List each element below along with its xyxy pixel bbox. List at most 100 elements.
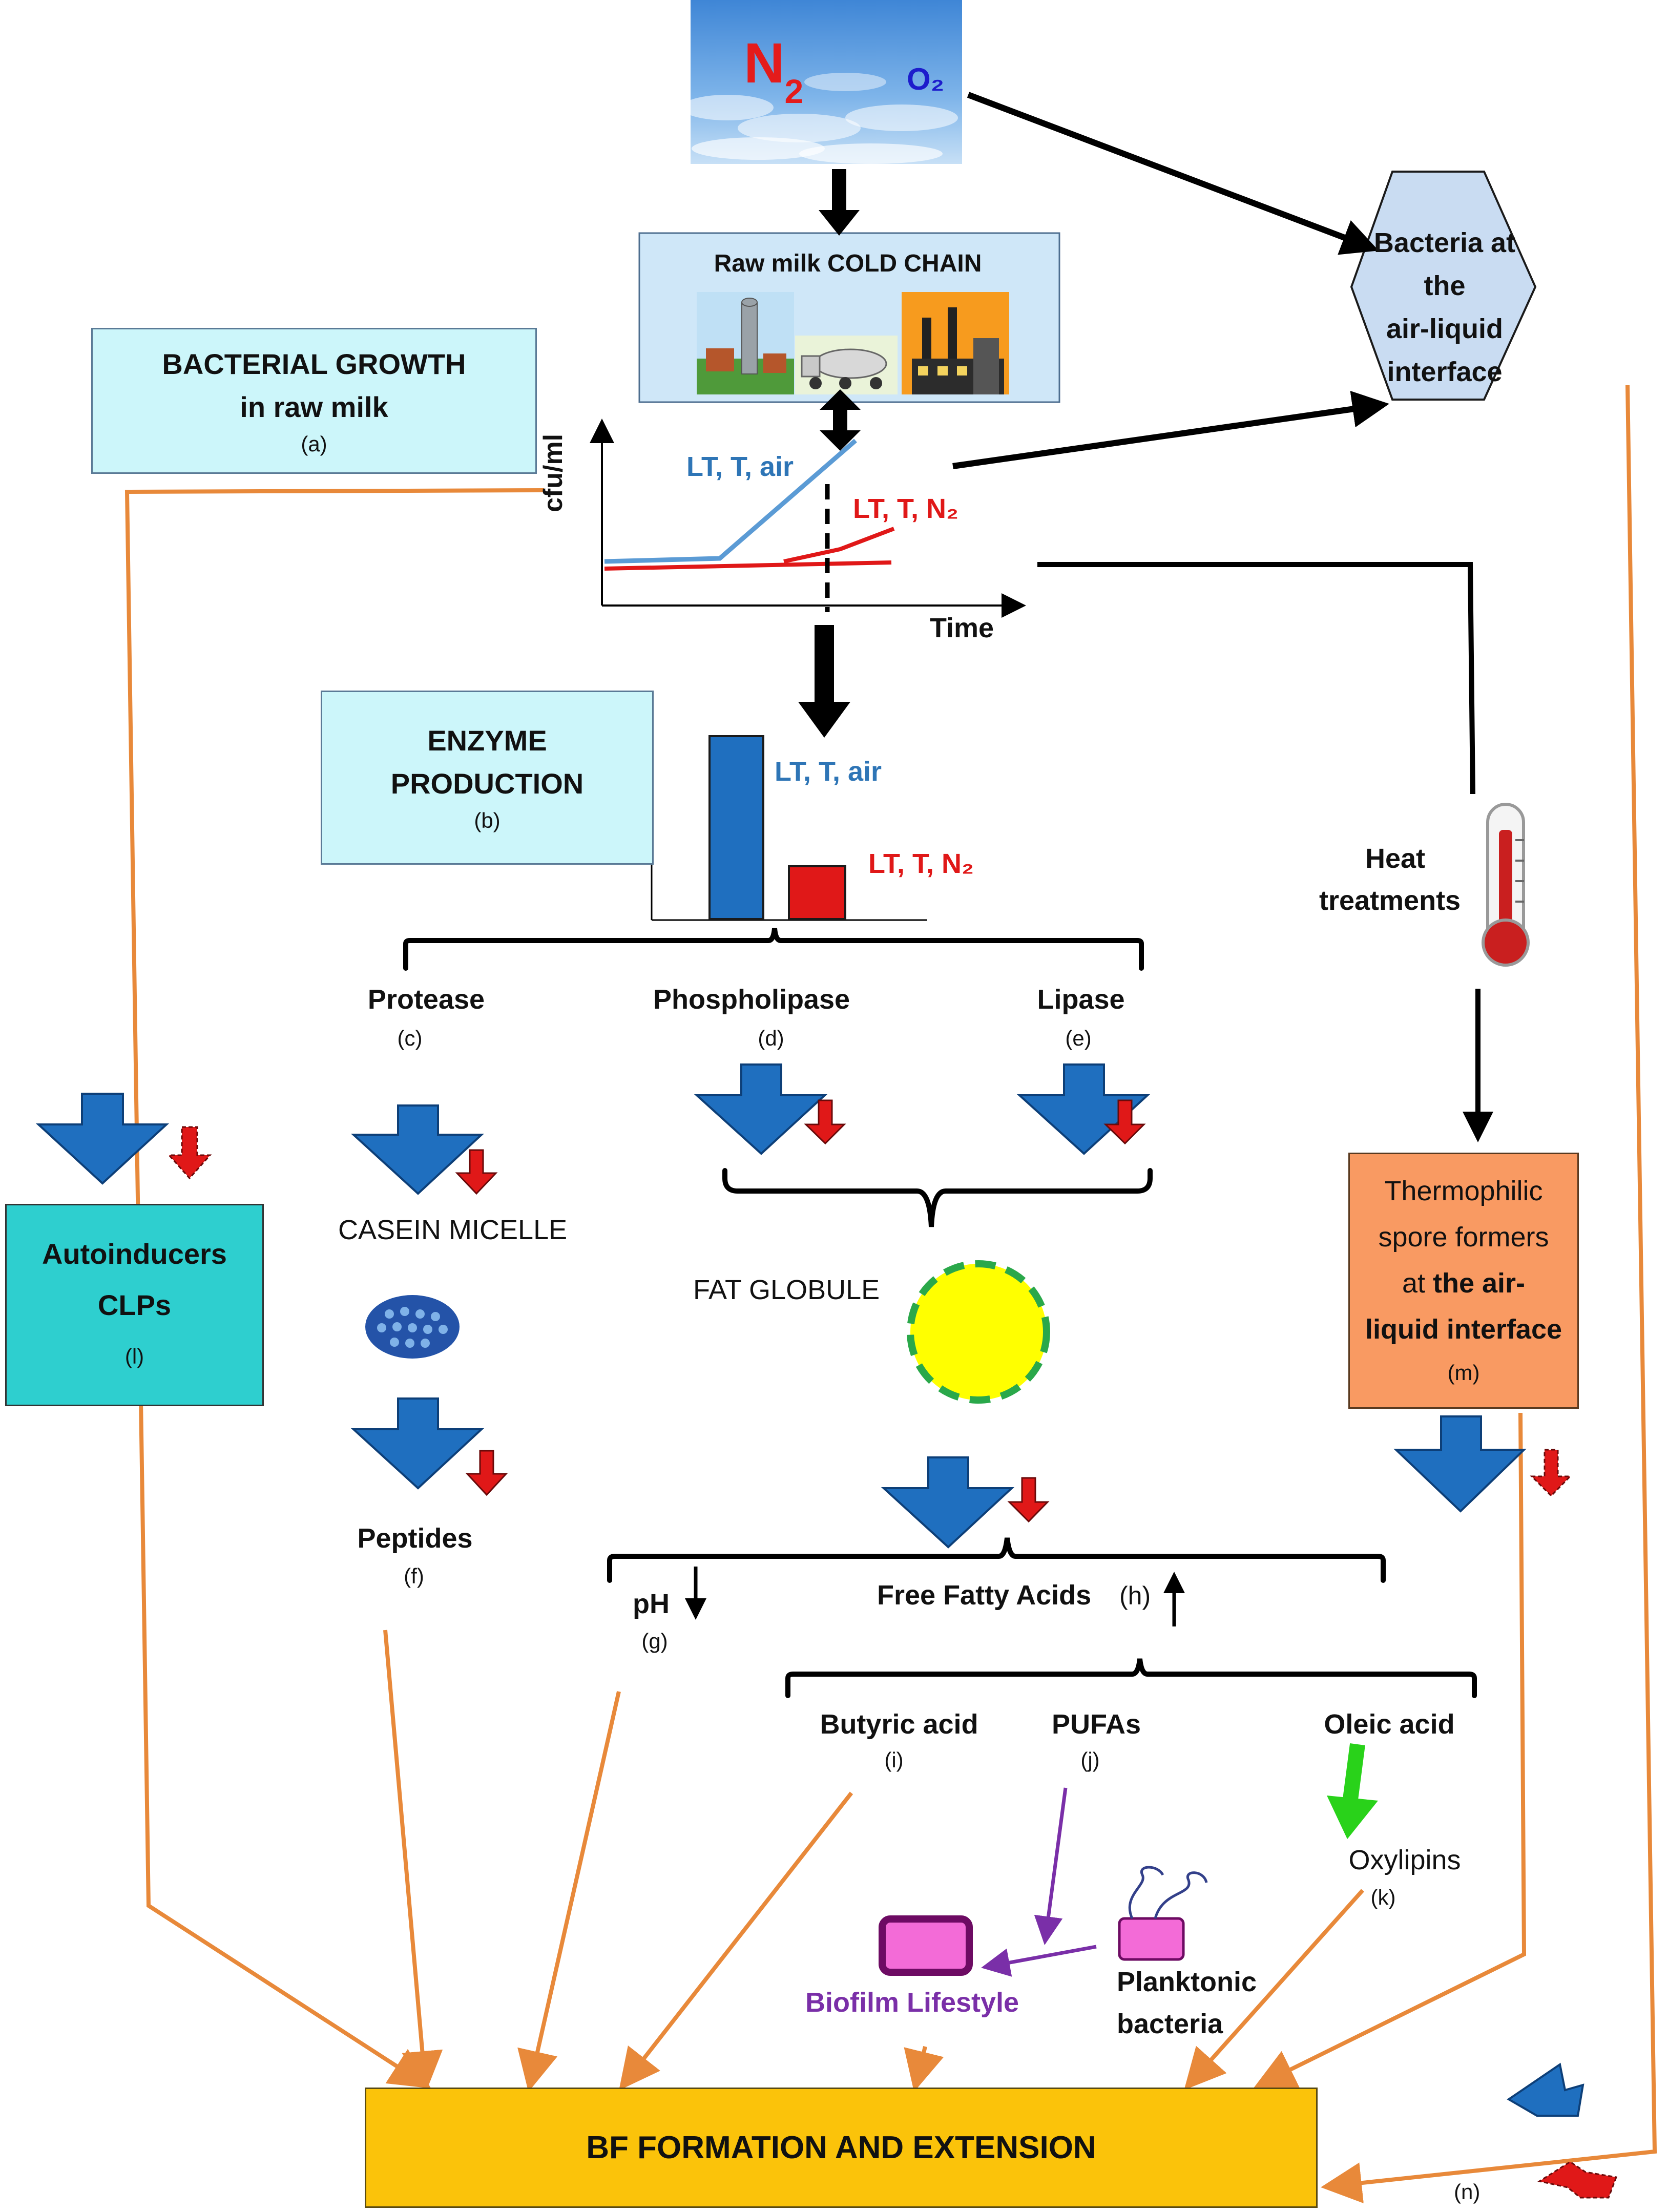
red-arrow-autoinducers — [167, 1126, 212, 1180]
enzyme-production-box: ENZYME PRODUCTION (b) — [321, 691, 654, 865]
autoinducers-tag: (l) — [124, 1344, 144, 1368]
air-liquid-line2: air-liquid — [1386, 314, 1503, 344]
n2-growth-line-high — [783, 527, 895, 564]
red-arrow-phospholipase — [804, 1099, 846, 1145]
thermophilic-line2: spore formers — [1378, 1222, 1549, 1253]
farm-icon — [697, 292, 794, 394]
pufas-tag: (j) — [1080, 1748, 1100, 1772]
air-liquid-label: Bacteria at the air-liquid interface — [1368, 227, 1521, 387]
casein-micelle-icon — [365, 1295, 460, 1359]
biofilm-label: Biofilm Lifestyle — [805, 1987, 1019, 2018]
enzyme-bar-n2-label: LT, T, N₂ — [868, 848, 974, 879]
purple-arrows — [981, 1787, 1097, 1977]
phospholipase-tag: (d) — [758, 1026, 784, 1050]
oleic-acid-label: Oleic acid — [1324, 1709, 1455, 1740]
blue-down-arrows — [35, 1063, 1584, 2117]
cold-chain-title: Raw milk COLD CHAIN — [714, 250, 982, 277]
blue-arrow-autoinducers — [35, 1093, 170, 1185]
fat-globule-label: FAT GLOBULE — [693, 1275, 880, 1305]
lipase-label: Lipase — [1037, 984, 1125, 1015]
green-arrow — [1327, 1743, 1378, 1839]
thermophilic-line1: Thermophilic — [1384, 1176, 1543, 1206]
thermometer-icon — [1482, 803, 1530, 967]
growth-chart-ylabel: cfu/ml — [538, 433, 568, 512]
enzyme-chart — [651, 715, 927, 921]
pufas-label: PUFAs — [1051, 1709, 1141, 1740]
o2-label: O₂ — [907, 62, 945, 96]
bacterial-growth-box: BACTERIAL GROWTH in raw milk (a) — [91, 328, 537, 474]
bf-formation-label: BF FORMATION AND EXTENSION — [586, 2130, 1096, 2165]
enzyme-bar-n2 — [788, 865, 846, 920]
ffa-label: Free Fatty Acids — [877, 1580, 1092, 1611]
autoinducers-box: Autoinducers CLPs (l) — [5, 1204, 264, 1406]
heat-line1: Heat — [1365, 843, 1426, 874]
graph-to-hexagon-arrow — [952, 390, 1389, 469]
thermophilic-line3: at the air- — [1402, 1260, 1525, 1306]
heat-path-line — [1037, 562, 1475, 795]
n2-label: N2 — [744, 31, 803, 110]
n2-growth-line-low — [604, 560, 892, 571]
truck-icon — [795, 336, 898, 394]
oxylipins-tag: (k) — [1370, 1885, 1396, 1909]
thermophilic-line3a: at — [1402, 1268, 1433, 1299]
blue-arrow-casein — [350, 1397, 485, 1490]
blue-arrow-phospholipase — [694, 1063, 828, 1155]
planktonic-line2: bacteria — [1117, 2009, 1223, 2039]
enzyme-bar-air-label: LT, T, air — [775, 756, 882, 787]
heat-line2: treatments — [1319, 885, 1461, 916]
biofilm-cell-icon — [879, 1915, 973, 1976]
butyric-acid-tag: (i) — [884, 1748, 904, 1772]
red-arrow-protease — [455, 1149, 498, 1195]
lipase-tag: (e) — [1065, 1026, 1092, 1050]
n2-text: N — [744, 32, 785, 95]
red-arrow-fatglobule — [1007, 1477, 1050, 1523]
black-arrows — [798, 169, 861, 738]
autoinducers-line2: CLPs — [97, 1288, 172, 1321]
blue-arrow-thermophilic — [1393, 1415, 1527, 1513]
air-liquid-line3: interface — [1387, 357, 1503, 387]
o2-to-hexagon-arrow — [967, 92, 1379, 255]
enzyme-bar-air — [708, 735, 764, 920]
enzyme-line1: ENZYME — [427, 724, 547, 757]
ffa-tag: (h) — [1119, 1581, 1151, 1610]
air-growth-line — [604, 439, 857, 564]
red-arrow-casein — [465, 1450, 508, 1496]
sky-image — [681, 0, 962, 164]
protease-tag: (c) — [397, 1026, 423, 1050]
phospholipase-label: Phospholipase — [653, 984, 850, 1015]
enzyme-tag: (b) — [474, 808, 501, 832]
butyric-acid-label: Butyric acid — [820, 1709, 978, 1740]
growth-series-air-label: LT, T, air — [686, 451, 794, 482]
ph-tag: (g) — [641, 1629, 668, 1653]
ph-label: pH — [633, 1589, 670, 1619]
red-arrow-thermophilic — [1530, 1449, 1572, 1497]
enzyme-line2: PRODUCTION — [390, 767, 584, 800]
thermophilic-line3b: the air- — [1433, 1268, 1526, 1299]
bacterial-growth-line2: in raw milk — [240, 390, 388, 423]
red-arrow-n — [1537, 2161, 1618, 2199]
air-liquid-line1: Bacteria at the — [1373, 227, 1516, 301]
thermophilic-tag: (m) — [1447, 1361, 1480, 1385]
growth-chart-xlabel: Time — [930, 613, 994, 643]
thermophilic-line4: liquid interface — [1365, 1314, 1562, 1345]
red-arrow-lipase — [1103, 1099, 1146, 1145]
bf-formation-box: BF FORMATION AND EXTENSION — [365, 2088, 1318, 2208]
blue-arrow-protease — [350, 1104, 485, 1195]
blue-arrow-fatglobule — [881, 1456, 1015, 1549]
factory-icon — [902, 292, 1009, 394]
n2-subscript: 2 — [784, 72, 804, 110]
red-down-arrows — [167, 1099, 1618, 2199]
peptides-tag: (f) — [404, 1564, 424, 1588]
brackets — [403, 928, 1477, 1698]
planktonic-line1: Planktonic — [1117, 1967, 1257, 1997]
fat-globule-icon — [907, 1260, 1050, 1404]
growth-chart — [590, 419, 1026, 618]
blue-arrow-n — [1507, 2062, 1584, 2117]
air-liquid-hexagon — [1350, 171, 1537, 401]
n-tag: (n) — [1454, 2180, 1481, 2204]
casein-micelle-label: CASEIN MICELLE — [338, 1215, 568, 1245]
growth-series-n2-label: LT, T, N₂ — [853, 493, 958, 524]
autoinducers-line1: Autoinducers — [42, 1237, 227, 1270]
bacterial-growth-tag: (a) — [301, 431, 327, 456]
